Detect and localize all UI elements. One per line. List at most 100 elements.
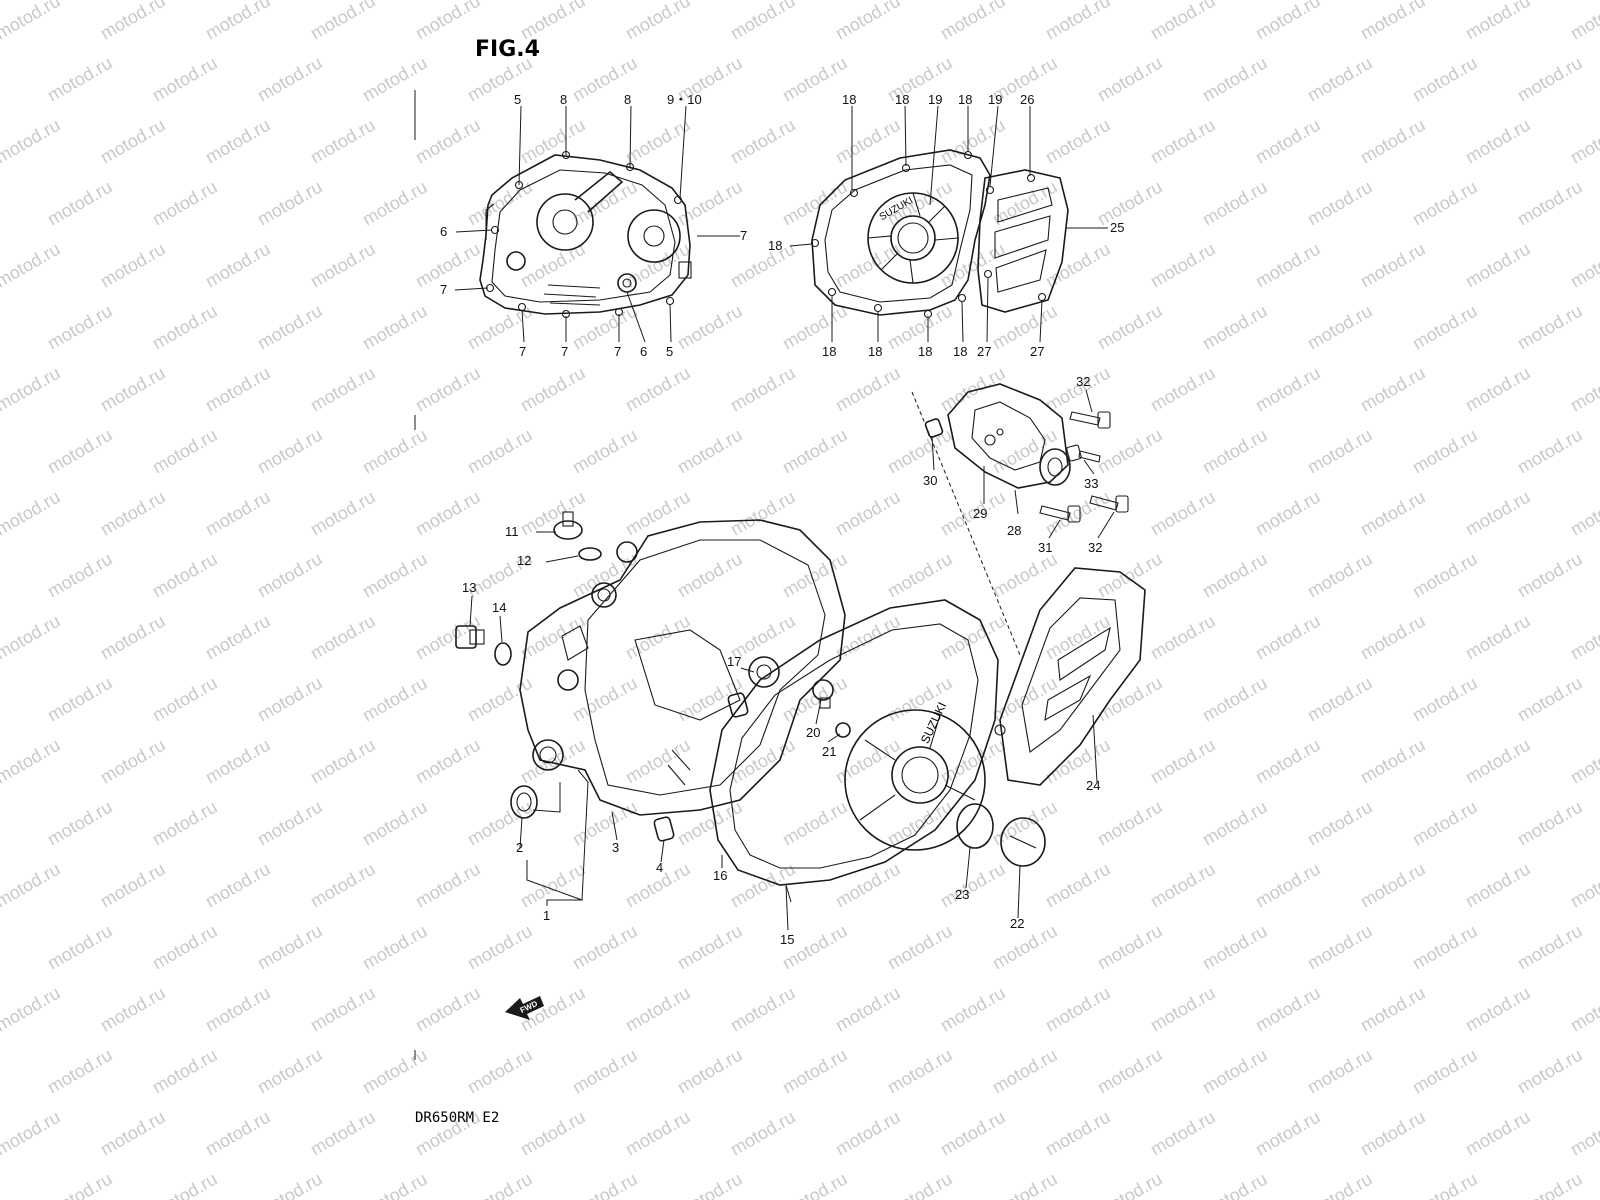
watermark-text: motod.ru	[727, 363, 799, 416]
watermark-text: motod.ru	[464, 1169, 536, 1200]
watermark-text: motod.ru	[202, 859, 274, 912]
watermark-text: motod.ru	[1462, 487, 1534, 540]
watermark-text: motod.ru	[1304, 549, 1376, 602]
watermark-text: motod.ru	[254, 549, 326, 602]
clutch-cover-side-view	[479, 150, 692, 319]
watermark-text: motod.ru	[1199, 673, 1271, 726]
watermark-text: motod.ru	[412, 0, 484, 43]
callout-20: 20	[806, 725, 820, 740]
bolt-32-top	[1069, 411, 1111, 429]
callout-18: 18	[842, 92, 856, 107]
watermark-text: motod.ru	[359, 425, 431, 478]
watermark-text: motod.ru	[1094, 1045, 1166, 1098]
watermark-text: motod.ru	[1462, 115, 1534, 168]
watermark-text: motod.ru	[727, 983, 799, 1036]
watermark-text: motod.ru	[464, 797, 536, 850]
callout-7: 7	[614, 344, 621, 359]
watermark-text: motod.ru	[1409, 1169, 1481, 1200]
watermark-text: motod.ru	[779, 301, 851, 354]
watermark-text: motod.ru	[44, 425, 116, 478]
watermark-text: motod.ru	[359, 673, 431, 726]
watermark-text: motod.ru	[1357, 363, 1429, 416]
watermark-text: motod.ru	[0, 611, 64, 664]
watermark-text: motod.ru	[1567, 735, 1600, 788]
watermark-text: motod.ru	[1357, 983, 1429, 1036]
watermark-text: motod.ru	[1462, 611, 1534, 664]
watermark-text: motod.ru	[1409, 797, 1481, 850]
gasket-washer-14	[494, 642, 512, 666]
watermark-text: motod.ru	[307, 239, 379, 292]
watermark-text: motod.ru	[97, 363, 169, 416]
model-code: DR650RM E2	[415, 1110, 499, 1126]
watermark-text: motod.ru	[1252, 0, 1324, 43]
watermark-text: motod.ru	[97, 487, 169, 540]
callout-5: 5	[514, 92, 521, 107]
watermark-text: motod.ru	[989, 797, 1061, 850]
callout-31: 31	[1038, 540, 1052, 555]
watermark-text: motod.ru	[1252, 487, 1324, 540]
watermark-text: motod.ru	[727, 735, 799, 788]
watermark-text: motod.ru	[97, 611, 169, 664]
callout-26: 26	[1020, 92, 1034, 107]
watermark-text: motod.ru	[1094, 177, 1166, 230]
release-cover-assembly	[924, 383, 1071, 489]
callout-19: 19	[988, 92, 1002, 107]
watermark-text: motod.ru	[0, 487, 64, 540]
callout-7: 7	[561, 344, 568, 359]
watermark-text: motod.ru	[359, 1169, 431, 1200]
callout-25: 25	[1110, 220, 1124, 235]
watermark-text: motod.ru	[1042, 735, 1114, 788]
callout-7: 7	[740, 228, 747, 243]
watermark-text: motod.ru	[307, 983, 379, 1036]
callout-29: 29	[973, 506, 987, 521]
callout-27: 27	[977, 344, 991, 359]
watermark-text: motod.ru	[1357, 239, 1429, 292]
callout-13: 13	[462, 580, 476, 595]
watermark-text: motod.ru	[569, 921, 641, 974]
watermark-text: motod.ru	[1147, 487, 1219, 540]
bolt-32-bottom	[1089, 495, 1129, 513]
watermark-text: motod.ru	[884, 425, 956, 478]
watermark-text: motod.ru	[97, 735, 169, 788]
watermark-text: motod.ru	[832, 859, 904, 912]
watermark-text: motod.ru	[937, 115, 1009, 168]
watermark-text: motod.ru	[989, 1169, 1061, 1200]
watermark-text: motod.ru	[884, 549, 956, 602]
watermark-text: motod.ru	[254, 1169, 326, 1200]
watermark-text: motod.ru	[254, 673, 326, 726]
watermark-text: motod.ru	[1409, 425, 1481, 478]
watermark-text: motod.ru	[517, 1107, 589, 1160]
watermark-text: motod.ru	[307, 363, 379, 416]
watermark-text: motod.ru	[202, 735, 274, 788]
callout-6: 6	[440, 224, 447, 239]
watermark-text: motod.ru	[1147, 239, 1219, 292]
watermark-text: motod.ru	[0, 0, 64, 43]
watermark-text: motod.ru	[674, 673, 746, 726]
watermark-text: motod.ru	[1199, 921, 1271, 974]
callout-18: 18	[895, 92, 909, 107]
watermark-text: motod.ru	[989, 1045, 1061, 1098]
watermark-text: motod.ru	[359, 921, 431, 974]
watermark-text: motod.ru	[1357, 115, 1429, 168]
watermark-text: motod.ru	[674, 301, 746, 354]
watermark-text: motod.ru	[1252, 239, 1324, 292]
watermark-text: motod.ru	[1147, 611, 1219, 664]
watermark-text: motod.ru	[1462, 735, 1534, 788]
watermark-text: motod.ru	[1199, 1169, 1271, 1200]
callout-33: 33	[1084, 476, 1098, 491]
watermark-text: motod.ru	[1304, 425, 1376, 478]
sprocket-cover-exploded	[994, 567, 1146, 786]
watermark-text: motod.ru	[884, 1045, 956, 1098]
watermark-text: motod.ru	[1567, 1107, 1600, 1160]
watermark-text: motod.ru	[149, 301, 221, 354]
watermark-text: motod.ru	[937, 363, 1009, 416]
watermark-text: motod.ru	[1199, 549, 1271, 602]
watermark-text: motod.ru	[727, 487, 799, 540]
watermark-text: motod.ru	[149, 1045, 221, 1098]
watermark-text: motod.ru	[1567, 115, 1600, 168]
watermark-text: motod.ru	[0, 735, 64, 788]
callout-21: 21	[822, 744, 836, 759]
callout-19: 19	[928, 92, 942, 107]
watermark-text: motod.ru	[202, 239, 274, 292]
watermark-text: motod.ru	[1199, 797, 1271, 850]
